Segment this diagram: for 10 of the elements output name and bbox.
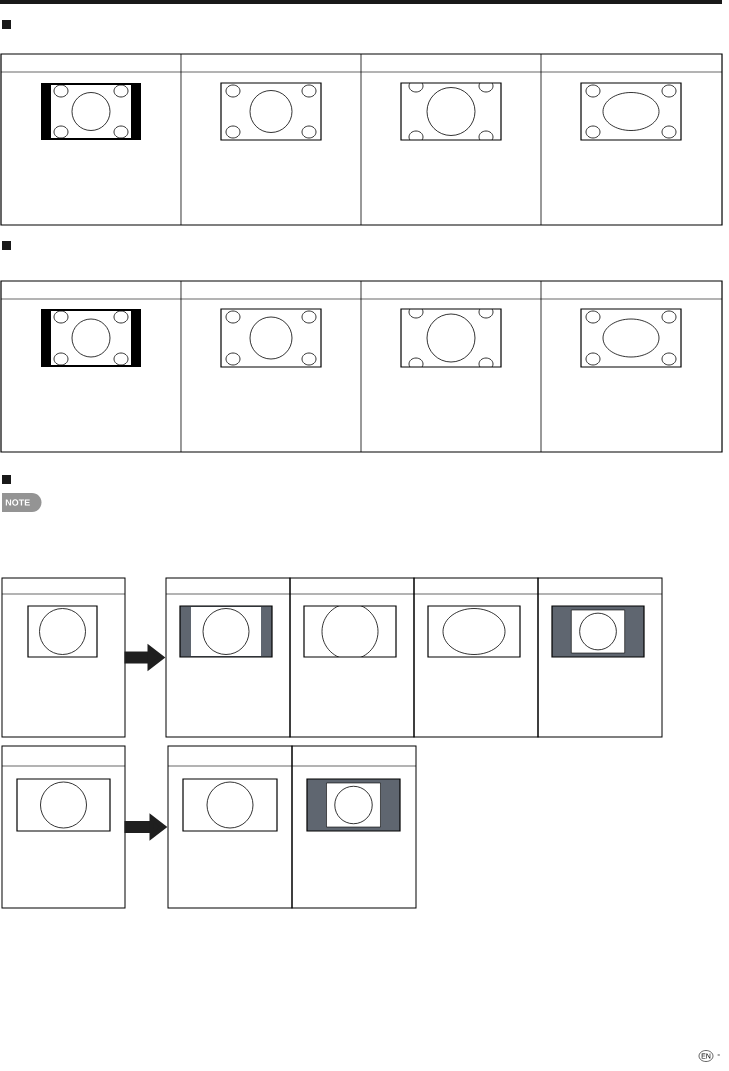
panel <box>537 577 663 738</box>
panel <box>291 745 417 909</box>
panel <box>413 577 539 738</box>
page-dash: - <box>717 1054 720 1056</box>
panel <box>289 577 415 738</box>
note-badge: NOTE <box>2 493 42 512</box>
panel <box>1 745 126 909</box>
panel <box>167 745 293 909</box>
panel <box>165 577 291 738</box>
panel <box>1 577 126 738</box>
